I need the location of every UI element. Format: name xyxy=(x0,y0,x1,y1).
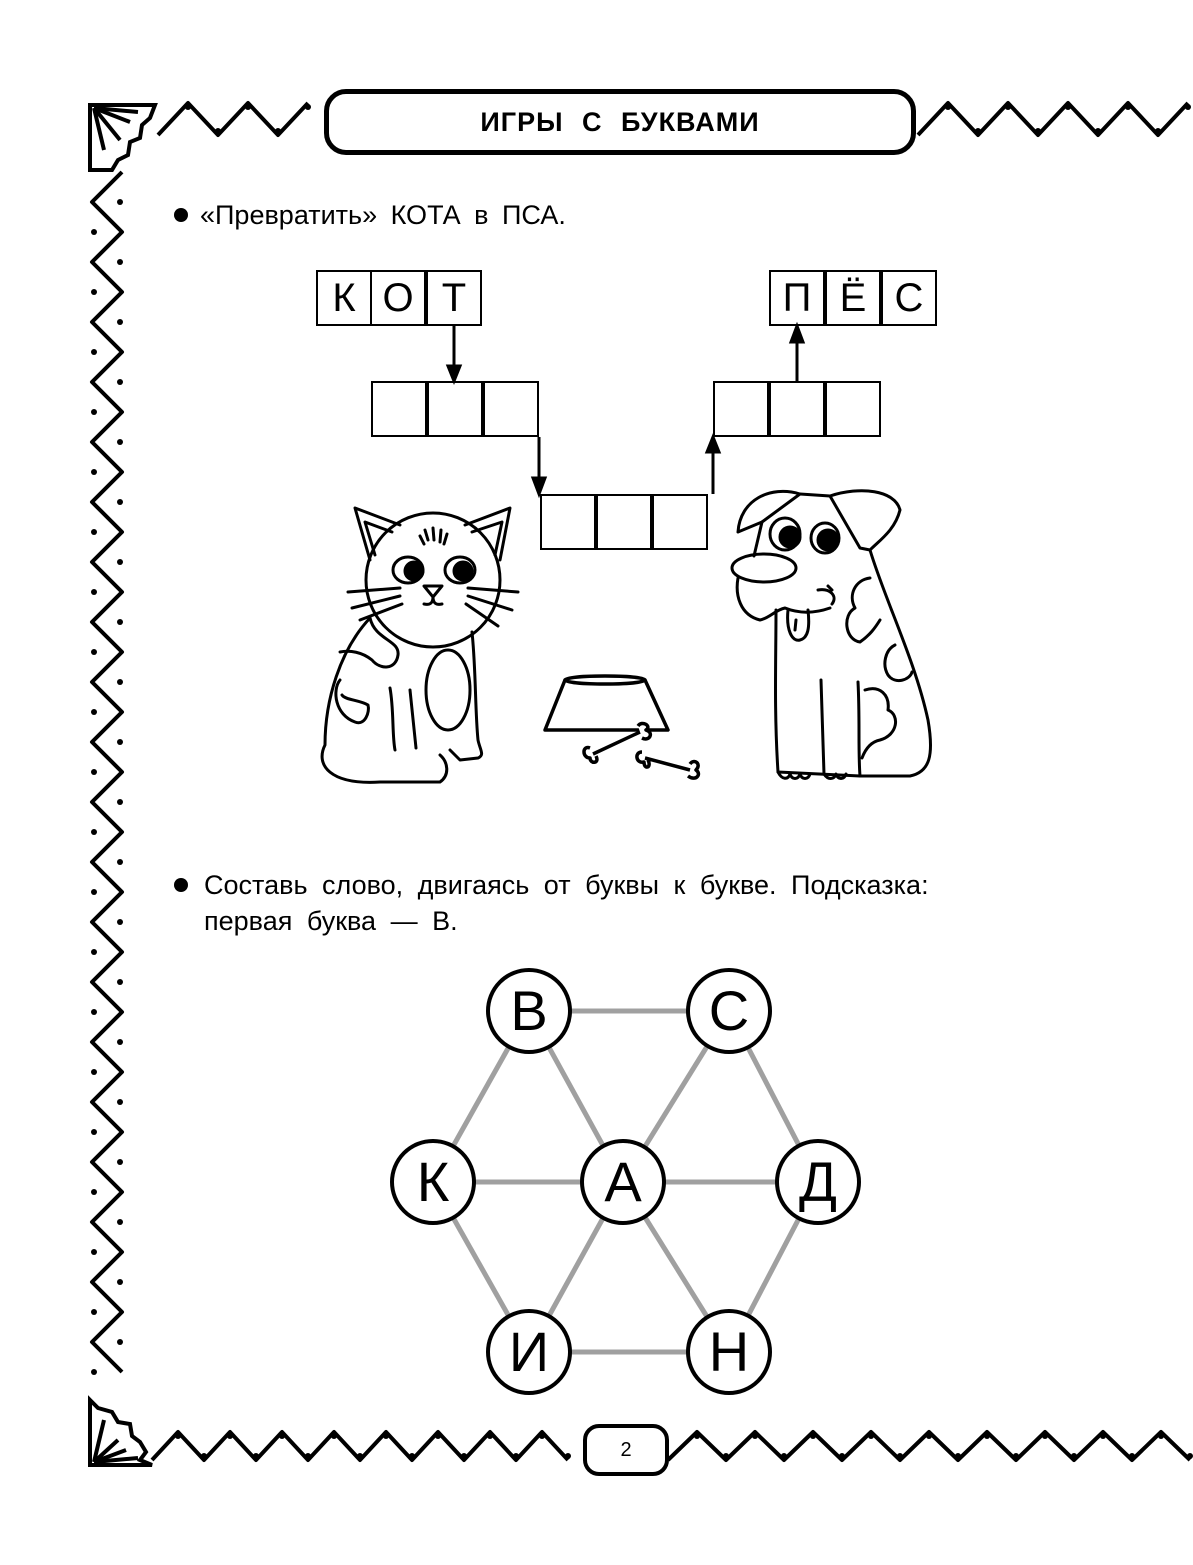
arrow-head-up-icon xyxy=(788,321,806,344)
bullet-icon xyxy=(174,878,188,892)
dog-illustration xyxy=(730,489,932,780)
top-border-right xyxy=(916,101,1190,137)
bowl-illustration xyxy=(543,674,701,780)
blank-letter-cell[interactable] xyxy=(769,381,825,437)
corner-ornament-bottom-left xyxy=(88,1395,153,1467)
letter-node-d[interactable]: Д xyxy=(775,1139,861,1225)
blank-letter-cell[interactable] xyxy=(713,381,769,437)
blank-letter-cell[interactable] xyxy=(540,494,596,550)
letter-node-k[interactable]: К xyxy=(390,1139,476,1225)
corner-ornament-top-left xyxy=(88,103,158,172)
letter-node-n[interactable]: Н xyxy=(686,1309,772,1395)
bone-icon xyxy=(635,750,701,780)
bottom-border-left xyxy=(150,1430,570,1462)
page-title: ИГРЫ С БУКВАМИ xyxy=(480,106,760,137)
blank-letter-cell[interactable] xyxy=(371,381,427,437)
start-letter-cell: Т xyxy=(426,270,482,326)
ladder-arrows xyxy=(445,321,806,499)
letter-node-i[interactable]: И xyxy=(486,1309,572,1395)
arrow-head-up-icon xyxy=(704,432,722,454)
exercise2-instruction-line2: первая буква — В. xyxy=(204,906,458,936)
left-border xyxy=(90,170,124,1374)
bullet-icon xyxy=(174,208,188,222)
blank-letter-cell[interactable] xyxy=(825,381,881,437)
arrow-head-down-icon xyxy=(445,364,463,386)
letter-node-a[interactable]: А xyxy=(580,1139,666,1225)
exercise2-instruction-line1: Составь слово, двигаясь от буквы к букве… xyxy=(204,870,929,900)
blank-letter-cell[interactable] xyxy=(652,494,708,550)
start-letter-cell: О xyxy=(370,270,426,326)
blank-letter-cell[interactable] xyxy=(596,494,652,550)
start-letter-cell: К xyxy=(316,270,372,326)
bone-icon xyxy=(582,721,653,764)
end-letter-cell: Ё xyxy=(825,270,881,326)
blank-letter-cell[interactable] xyxy=(427,381,483,437)
page-number: 2 xyxy=(620,1438,632,1461)
page-number-badge: 2 xyxy=(583,1424,669,1476)
page-title-banner: ИГРЫ С БУКВАМИ xyxy=(324,89,916,155)
blank-letter-cell[interactable] xyxy=(483,381,539,437)
letter-node-v[interactable]: В xyxy=(486,968,572,1054)
cat-illustration xyxy=(320,506,520,784)
bottom-border-right xyxy=(666,1430,1192,1462)
top-border-left xyxy=(156,101,310,137)
exercise1-instruction: «Превратить» КОТА в ПСА. xyxy=(200,200,566,230)
end-letter-cell: С xyxy=(881,270,937,326)
letter-node-s[interactable]: С xyxy=(686,968,772,1054)
arrow-head-down-icon xyxy=(530,476,548,499)
end-letter-cell: П xyxy=(769,270,825,326)
